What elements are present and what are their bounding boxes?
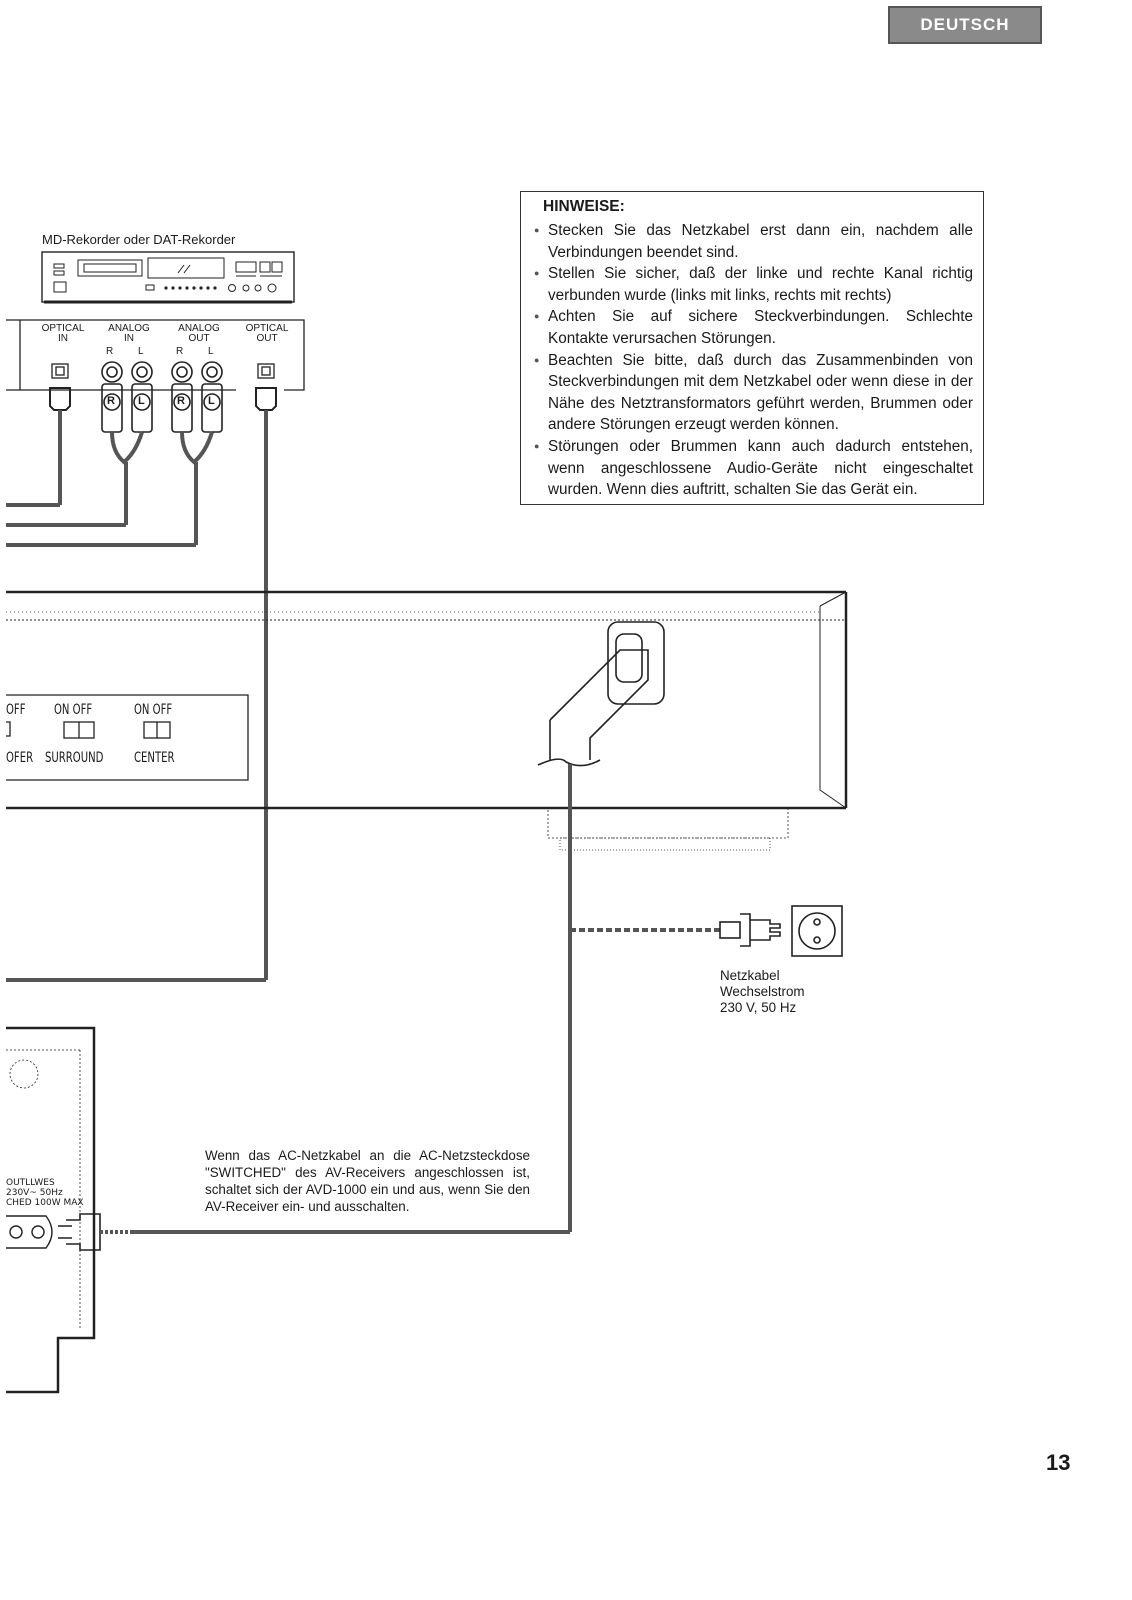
power-caption: Netzkabel Wechselstrom 230 V, 50 Hz [720,968,805,1015]
analog-out-plugs [6,361,223,547]
switch-surround-on-off: ON OFF [54,702,93,718]
label-analog-in-r: R [106,346,114,357]
switch-label-center: CENTER [134,750,175,766]
switch-off-partial: OFF [6,702,26,718]
wall-plug-and-socket [719,905,843,957]
plug-mark-in-l: L [138,395,145,407]
switch-label-surround: SURROUND [45,750,104,766]
av-receiver [6,1026,130,1394]
note-item: Stecken Sie das Netzkabel erst dann ein,… [531,220,973,263]
switched-outlet-caption: Wenn das AC-Netzkabel an die AC-Netzstec… [205,1148,530,1214]
recorder-title: MD-Rekorder oder DAT-Rekorder [42,232,236,247]
optical-in-jack [6,363,71,507]
ac-inlet-and-cable [130,621,720,1234]
analog-in-plugs [6,361,153,527]
page-number: 13 [1046,1450,1071,1475]
notes-box: HINWEISE: Stecken Sie das Netzkabel erst… [520,191,984,505]
receiver-outlet-label: OUTLLWES 230V~ 50Hz CHED 100W MAX [6,1178,84,1208]
note-item: Störungen oder Brummen kann auch dadurch… [531,436,973,501]
language-badge: DEUTSCH [888,6,1042,44]
plug-mark-out-l: L [208,395,215,407]
note-item: Stellen Sie sicher, daß der linke und re… [531,263,973,306]
label-analog-in-l: L [138,346,144,357]
label-analog-out-r: R [176,346,184,357]
recorder-rear-panel [6,319,305,391]
switch-center-on-off: ON OFF [134,702,173,718]
note-item: Achten Sie auf sichere Steckverbindungen… [531,306,973,349]
plug-mark-in-r: R [107,395,115,407]
switch-label-subwoofer-partial: OFER [6,750,34,766]
player-unit [6,590,848,851]
speaker-switch-panel-frame [6,694,249,781]
notes-list: Stecken Sie das Netzkabel erst dann ein,… [531,220,973,501]
recorder-front-illustration [41,251,295,304]
plug-mark-out-r: R [177,395,185,407]
notes-title: HINWEISE: [543,198,625,215]
optical-out-jack [6,363,277,982]
note-item: Beachten Sie bitte, daß durch das Zusamm… [531,350,973,436]
label-analog-out-l: L [208,346,214,357]
